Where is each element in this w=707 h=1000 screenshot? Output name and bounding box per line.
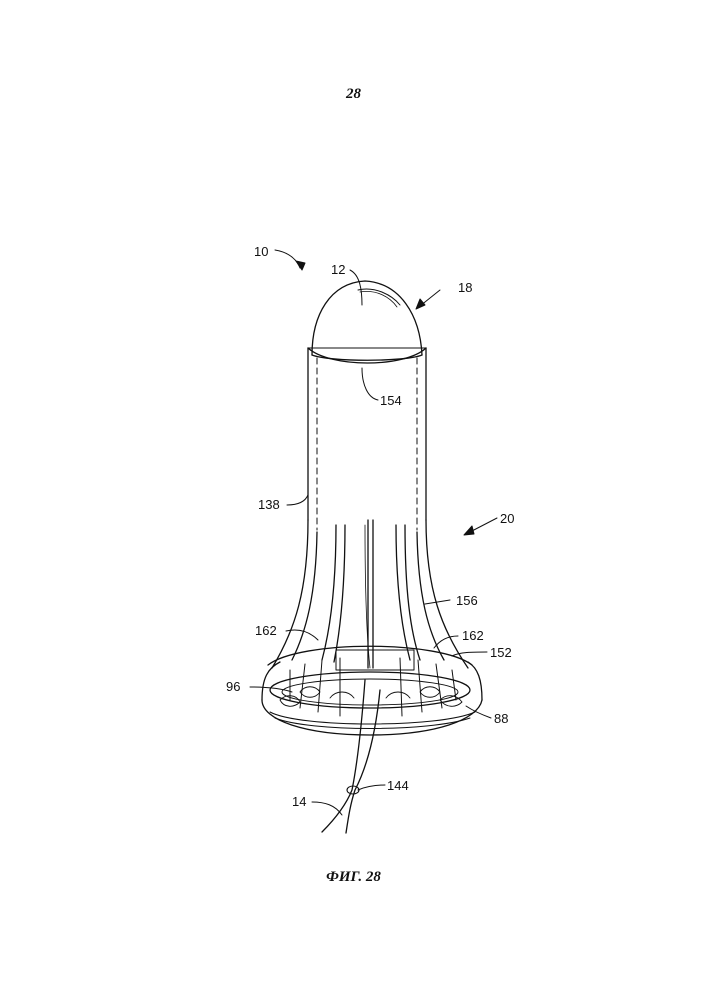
base-ring	[262, 646, 482, 735]
ref-label-20: 20	[500, 511, 514, 526]
ref-label-10: 10	[254, 244, 268, 259]
ref-label-14: 14	[292, 794, 306, 809]
ref-label-88: 88	[494, 711, 508, 726]
ref-label-154: 154	[380, 393, 402, 408]
ref-label-138: 138	[258, 497, 280, 512]
ref-label-144: 144	[387, 778, 409, 793]
withdrawal-string	[322, 680, 380, 833]
dome-tip	[308, 281, 426, 363]
figure-caption: ФИГ. 28	[0, 869, 707, 886]
ref-label-18: 18	[458, 280, 472, 295]
ref-label-12: 12	[331, 262, 345, 277]
ref-label-156: 156	[456, 593, 478, 608]
ref-label-162-right: 162	[462, 628, 484, 643]
ref-label-152: 152	[490, 645, 512, 660]
ref-label-162-left: 162	[255, 623, 277, 638]
ref-label-96: 96	[226, 679, 240, 694]
applicator-barrel	[308, 348, 426, 530]
